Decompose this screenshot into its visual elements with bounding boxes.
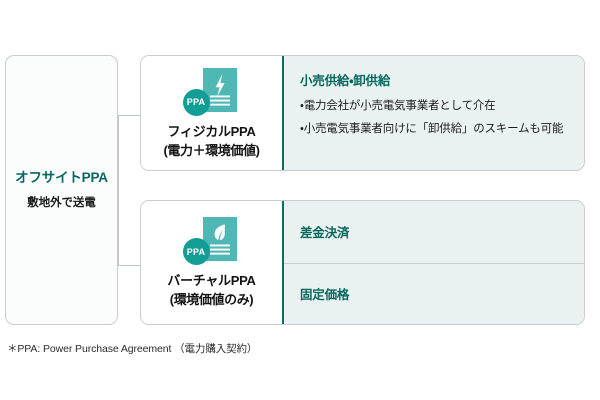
virtual-ppa-row-heading: 固定価格 <box>300 288 350 303</box>
leaf-document-icon <box>209 224 230 255</box>
physical-ppa-detail-panel: 小売供給・卸供給 ・電力会社が小売電気事業者として介在 ・小売電気事業者向けに「… <box>284 56 584 170</box>
ppa-badge-virtual: PPA <box>182 238 210 266</box>
virtual-ppa-row-fixed-price: 固定価格 <box>284 262 584 325</box>
physical-ppa-sublabel: (電力＋環境価値) <box>163 142 260 158</box>
list-item: ・小売電気事業者向けに「卸供給」のスキームも可能 <box>300 122 564 135</box>
virtual-ppa-row-settlement: 差金決済 <box>284 201 584 263</box>
card-divider-virtual <box>282 201 284 324</box>
connector-vertical-trunk <box>118 115 119 266</box>
lightning-bolt-document-icon <box>209 73 230 106</box>
root-node-subtitle: 敷地外で送電 <box>27 196 96 209</box>
virtual-ppa-icon-group: PPA <box>182 217 241 266</box>
branch-card-physical-ppa: PPA フィジカルPPA (電力＋環境価値) 小売供給・卸供給 ・電力会社が小売… <box>140 55 585 171</box>
branch-card-physical-identity: PPA フィジカルPPA (電力＋環境価値) <box>141 56 282 170</box>
physical-ppa-bullet-list: ・電力会社が小売電気事業者として介在 ・小売電気事業者向けに「卸供給」のスキーム… <box>300 98 584 139</box>
physical-ppa-panel-block: 小売供給・卸供給 ・電力会社が小売電気事業者として介在 ・小売電気事業者向けに「… <box>284 56 584 144</box>
branch-card-virtual-identity: PPA バーチャルPPA (環境価値のみ) <box>141 201 282 324</box>
footnote-ppa-definition: ＊PPA: Power Purchase Agreement （電力購入契約） <box>7 343 258 355</box>
virtual-ppa-detail-panel: 差金決済 固定価格 <box>284 201 584 324</box>
virtual-ppa-sublabel: (環境価値のみ) <box>169 292 254 307</box>
physical-ppa-label: フィジカルPPA <box>167 123 256 139</box>
physical-ppa-panel-heading: 小売供給・卸供給 <box>300 74 391 88</box>
list-item: ・電力会社が小売電気事業者として介在 <box>300 100 496 112</box>
root-node-title: オフサイトPPA <box>15 170 108 186</box>
virtual-ppa-label: バーチャルPPA <box>167 273 256 289</box>
connector-branch-physical <box>118 115 141 116</box>
root-node-offsite-ppa: オフサイトPPA 敷地外で送電 <box>5 55 118 325</box>
connector-branch-virtual <box>118 265 141 266</box>
card-divider-physical <box>282 56 284 170</box>
virtual-ppa-row-heading: 差金決済 <box>300 226 350 241</box>
ppa-badge-physical: PPA <box>182 88 210 116</box>
branch-card-virtual-ppa: PPA バーチャルPPA (環境価値のみ) 差金決済 固定価格 <box>140 200 585 325</box>
physical-ppa-icon-group: PPA <box>182 67 241 116</box>
